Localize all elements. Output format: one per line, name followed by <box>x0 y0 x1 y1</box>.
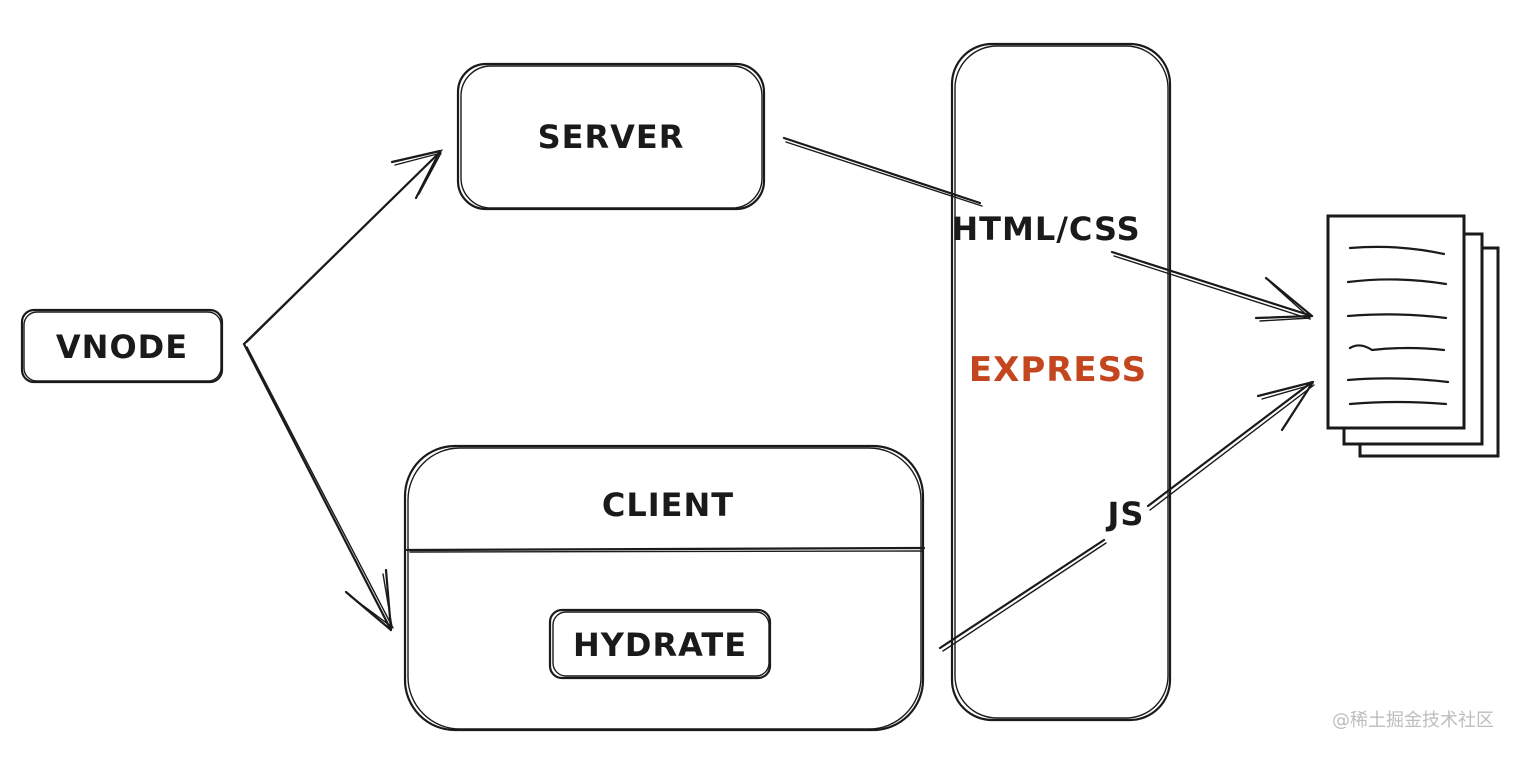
arrow-vnode-to-client <box>242 342 394 632</box>
vnode-node: VNODE <box>20 308 224 384</box>
hydrate-node: HYDRATE <box>548 608 772 680</box>
client-label: CLIENT <box>602 486 734 524</box>
hydrate-label: HYDRATE <box>573 626 747 664</box>
client-node: CLIENT <box>403 444 926 732</box>
arrow-server-to-document <box>782 136 1314 322</box>
client-divider <box>405 546 926 552</box>
vnode-label: VNODE <box>56 328 188 366</box>
edge-label-html-css: HTML/CSS <box>951 210 1140 248</box>
arrow-vnode-to-server <box>242 149 443 346</box>
server-node: SERVER <box>456 62 766 211</box>
document-stack-icon <box>1326 214 1500 458</box>
server-label: SERVER <box>538 118 685 156</box>
express-label: EXPRESS <box>969 350 1147 390</box>
edge-label-js: JS <box>1106 495 1145 533</box>
arrow-hydrate-to-document <box>938 380 1315 652</box>
express-node: EXPRESS <box>950 42 1172 722</box>
watermark-text: @稀土掘金技术社区 <box>1332 710 1494 731</box>
